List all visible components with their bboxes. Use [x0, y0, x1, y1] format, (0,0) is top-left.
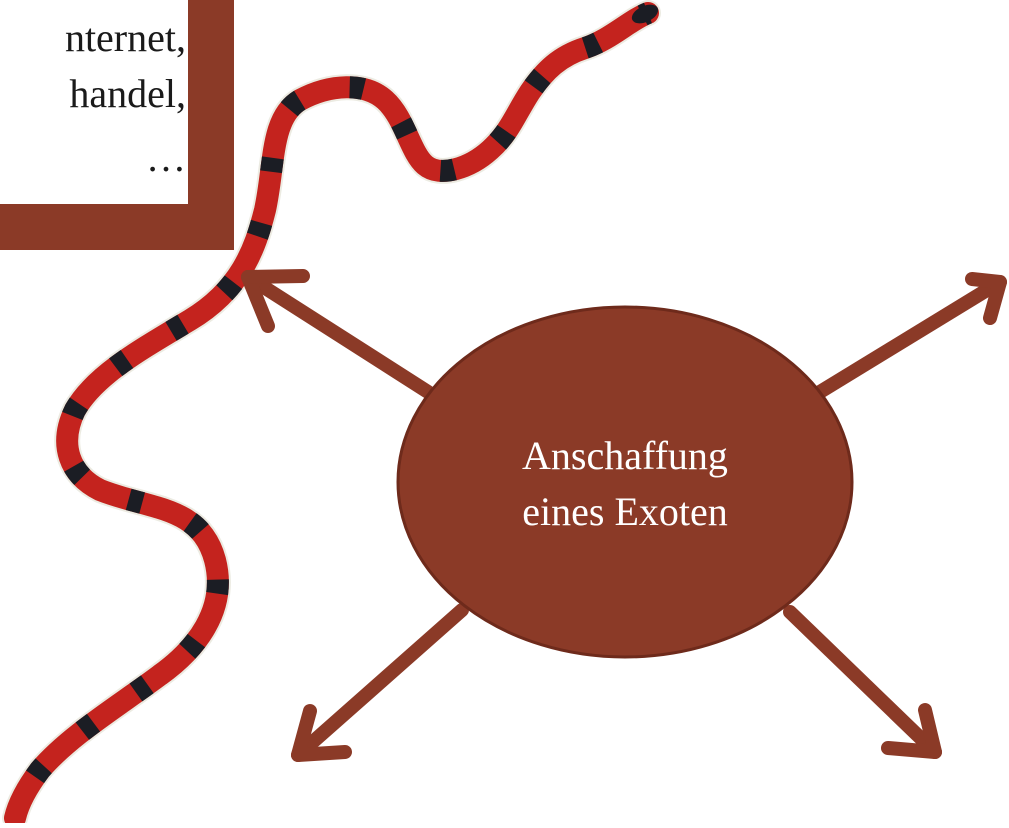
arrow-up-left-icon	[241, 269, 435, 399]
text-box-line-3: …	[146, 135, 186, 180]
snake-bands	[4, 2, 653, 821]
arrow-up-right-icon	[808, 272, 1007, 402]
text-box-inner	[0, 0, 188, 204]
arrow-down-left-icon	[291, 603, 469, 762]
arrows	[241, 269, 1007, 762]
center-node	[396, 305, 854, 659]
center-node-label-line-2: eines Exoten	[522, 489, 728, 534]
arrow-down-right-icon	[783, 605, 942, 759]
text-box-line-1: nternet,	[64, 15, 186, 60]
text-box-line-2: handel,	[69, 71, 186, 116]
center-node-label-line-1: Anschaffung	[522, 433, 728, 478]
snake-icon	[2, 0, 661, 828]
snake-head	[631, 4, 659, 24]
text-box-frame	[0, 0, 234, 250]
